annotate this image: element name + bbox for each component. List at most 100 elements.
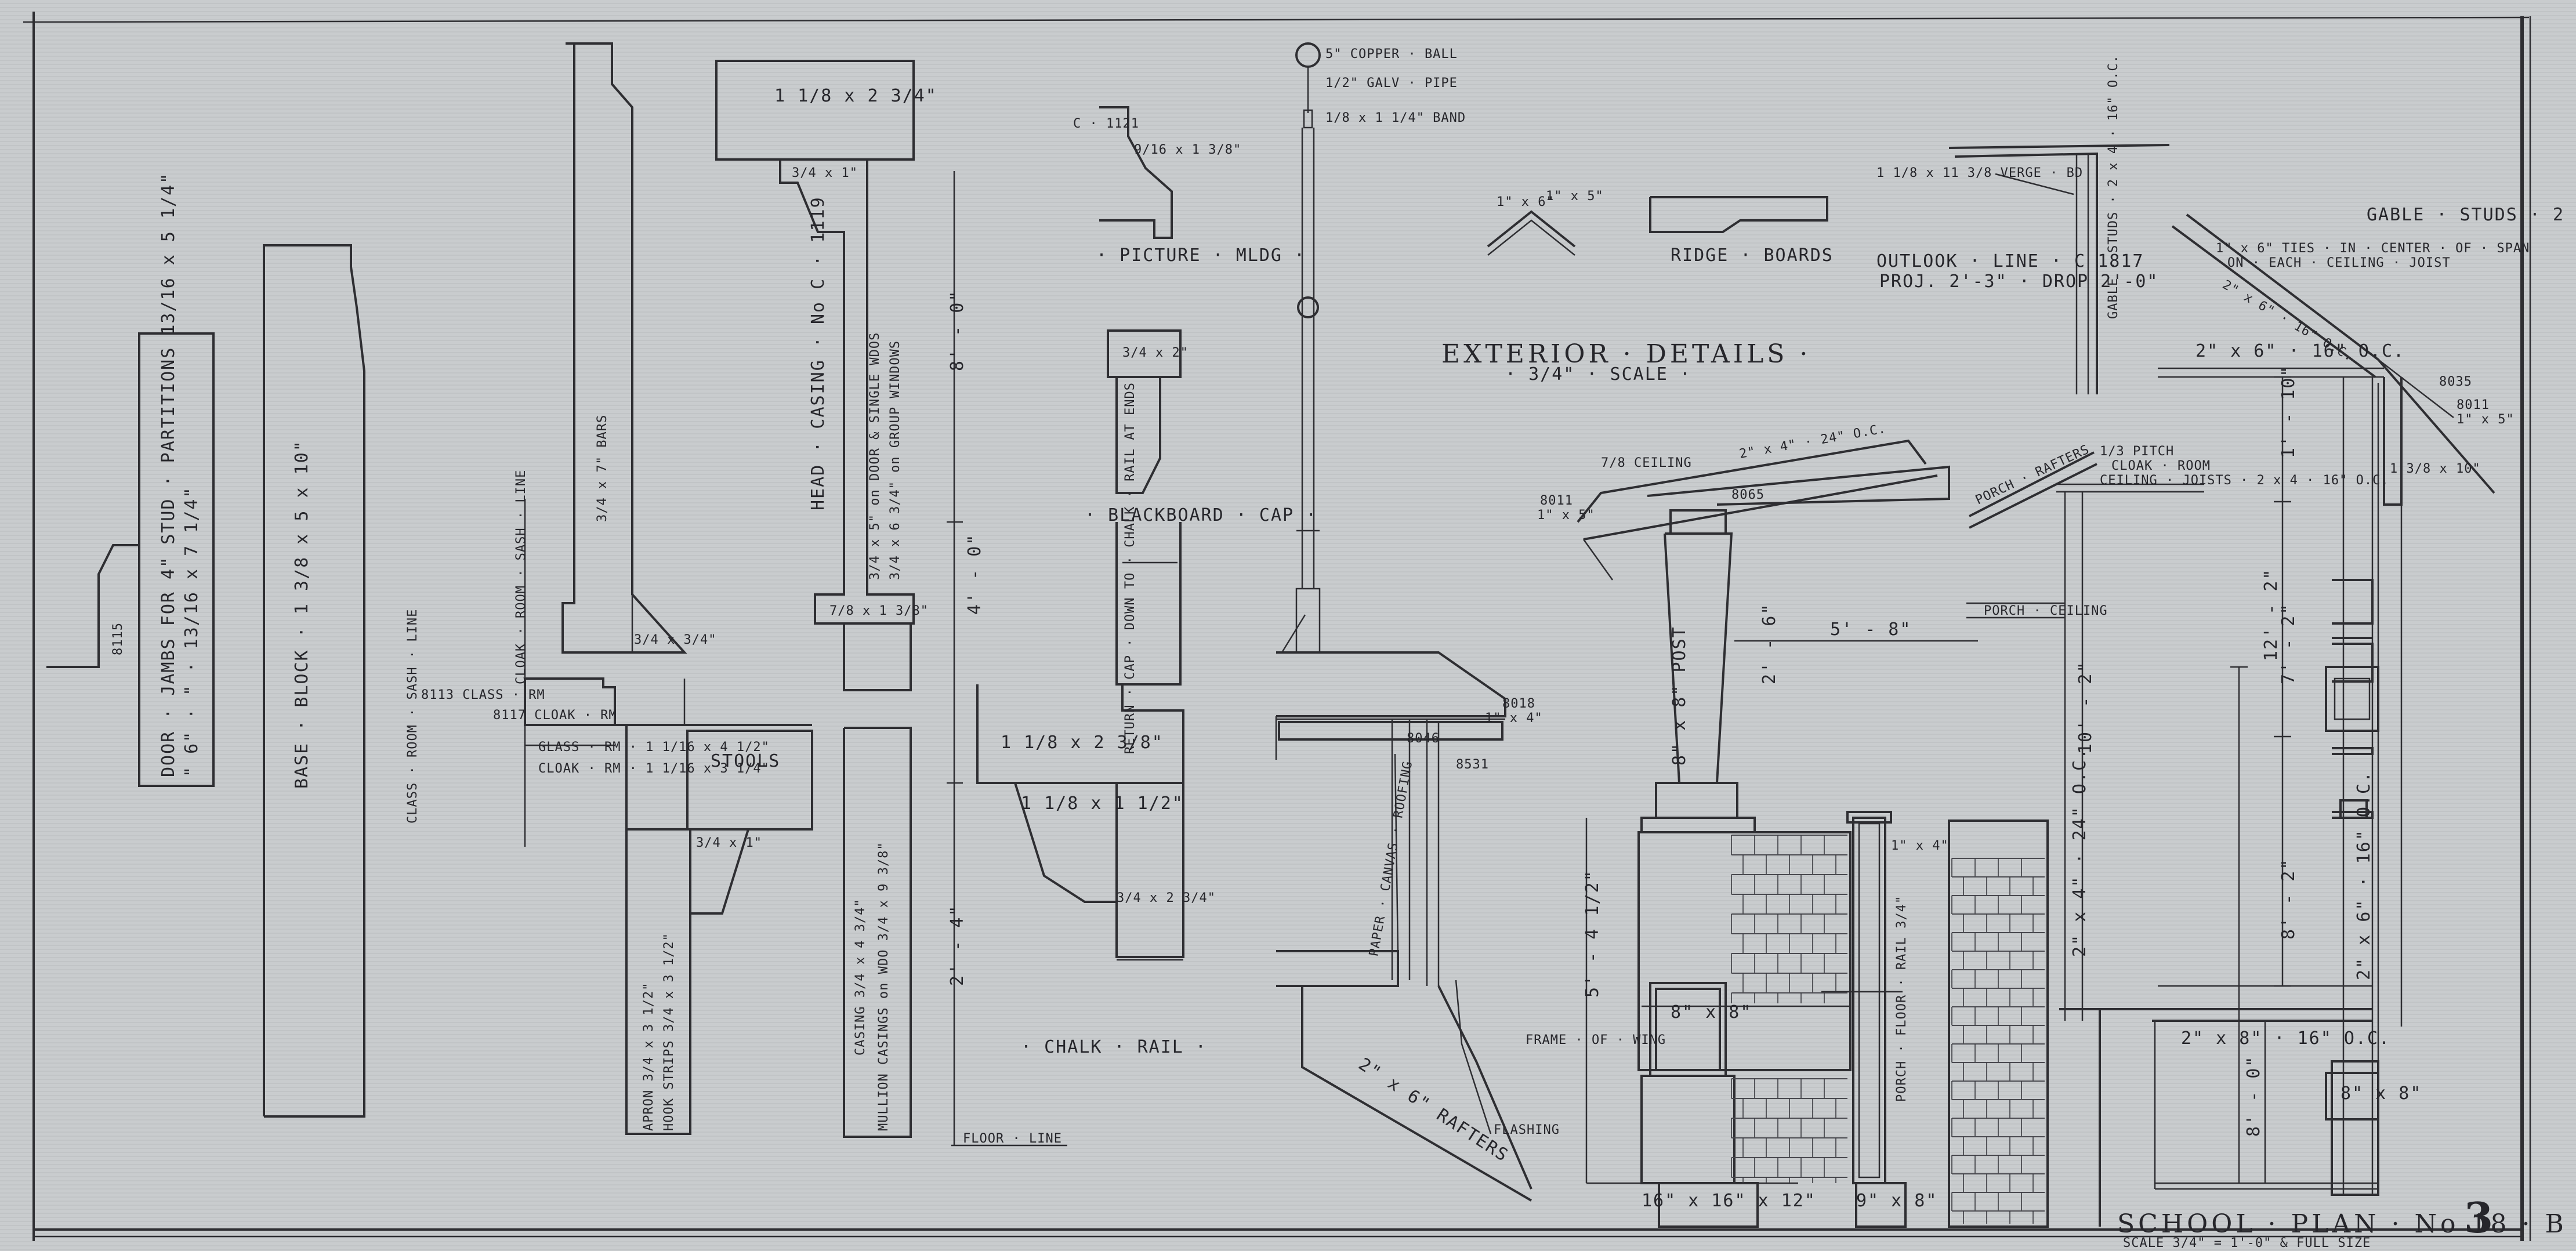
ties-label-2: ON · EACH · CEILING · JOIST	[2227, 256, 2451, 270]
picture-moulding-profile	[1099, 106, 1173, 239]
picture-code-label: C · 1121	[1073, 117, 1139, 131]
dim-7-2-label: 7' - 2"	[2278, 603, 2299, 684]
head-size-label: 1 1/8 x 2 3/4"	[774, 86, 937, 106]
size-1-5b-label: 1" x 5"	[2457, 412, 2515, 427]
stools-label: STOOLS	[711, 751, 780, 771]
porch-ceiling-label: PORCH · CEILING	[1984, 604, 2108, 618]
size-1-4-label: 1" x 4"	[1485, 711, 1543, 726]
dim-5-8-label: 5' - 8"	[1830, 619, 1911, 640]
finial-pole	[1295, 42, 1321, 654]
joist-2-6b-label: 2" x 4" · 24" O.C.	[2070, 748, 2090, 957]
ridge-boards-detail	[1487, 196, 1828, 256]
pipe-label: 1/2" GALV · PIPE	[1325, 76, 1458, 90]
head-casing-label: HEAD · CASING · No C · 1119	[808, 196, 828, 510]
dim-1-10-label: 1' - 10"	[2278, 365, 2299, 459]
bars-profile	[561, 42, 687, 654]
chalk-size-1-label: 1 1/8 x 2 3/8"	[1001, 733, 1164, 753]
class-sash-line-label: CLASS · ROOM · SASH · LINE	[405, 609, 420, 824]
code-8531-label: 8531	[1456, 757, 1489, 772]
code-8011b-label: 8011	[2457, 398, 2490, 412]
pier-base-2-label: 9" x 8"	[1856, 1191, 1937, 1211]
blackboard-cap-profile	[976, 329, 1184, 961]
picture-mldg-label: · PICTURE · MLDG ·	[1096, 245, 1306, 266]
rafters-24-label: 2" x 4" · 24" O.C.	[1738, 422, 1887, 462]
cloak-joist-label: CEILING · JOISTS · 2 x 4 · 16" O.C.	[2100, 473, 2389, 488]
wall-section	[2059, 213, 2495, 1227]
roofing-label: PAPER · CANVAS · ROOFING	[1367, 760, 1415, 958]
code-8035-label: 8035	[2439, 375, 2472, 389]
porch-column	[1577, 439, 1950, 1228]
cloak-room-label: CLOAK · ROOM	[2111, 459, 2211, 473]
sheet-number: 3	[2464, 1193, 2493, 1242]
base-block-profile	[263, 244, 365, 1118]
base-block-label: BASE · BLOCK · 1 3/8 x 5 x 10"	[292, 440, 312, 789]
outlook-label: OUTLOOK · LINE · C 1817	[1876, 251, 2144, 271]
band-label: 1/8 x 1 1/4" BAND	[1325, 111, 1466, 125]
stool-small-label: 3/4 x 1"	[696, 836, 762, 850]
dim-4-0-label: 4' - 0"	[965, 534, 985, 615]
head-small-label: 3/4 x 1"	[792, 166, 858, 180]
door-jambs-label-2: " 6" · " · 13/16 x 7 1/4"	[182, 486, 202, 777]
code-8011-label: 8011	[1540, 494, 1573, 508]
vertical-dimension	[947, 171, 963, 1145]
mullion-label: MULLION CASINGS on WDO 3/4 x 9 3/8"	[876, 842, 891, 1131]
scale-note: SCALE 3/4" = 1'-0" & FULL SIZE	[2123, 1236, 2371, 1250]
ceiling-label: 7/8 CEILING	[1601, 456, 1692, 470]
pitch-label: 1/3 PITCH	[2100, 444, 2174, 459]
size-1-4b-label: 1" x 4"	[1891, 839, 1949, 853]
pier-label: 8" x 8"	[1671, 1002, 1752, 1022]
cloak-sash-line-label: CLOAK · ROOM · SASH · LINE	[514, 470, 528, 684]
porch-shingles	[1731, 835, 1847, 1183]
cloak-room-roof	[1966, 451, 2204, 667]
joist-2-6-label: 2" x 6" · 16" O.C.	[2195, 341, 2405, 361]
dim-10-2-label: 10' - 2"	[2075, 661, 2096, 755]
ridge-2-label: 1" x 5"	[1546, 189, 1604, 204]
ridge-1-label: 1" x 6"	[1497, 195, 1555, 209]
dim-12-2-label: 12' - 2"	[2261, 568, 2281, 662]
dim-5-4-label: 5' - 4 1/2"	[1582, 869, 1603, 998]
ball-label: 5" COPPER · BALL	[1325, 47, 1458, 61]
code-8018-label: 8018	[1502, 697, 1535, 711]
size-1-5-label: 1" x 5"	[1537, 508, 1595, 523]
wing-shingles	[1951, 858, 2045, 1224]
dim-8-0b-label: 8' - 0"	[2244, 1056, 2264, 1137]
eave-section	[1275, 614, 1532, 1202]
dim-8-2-label: 8' - 2"	[2278, 858, 2299, 940]
code-8065-label: 8065	[1731, 488, 1765, 502]
wing-siding	[1948, 820, 2049, 1228]
plan-title: SCHOOL · PLAN · No 18 · B ·	[2117, 1209, 2576, 1239]
floor-line-label: FLOOR · LINE	[963, 1132, 1062, 1146]
joist-2-6c-label: 2" x 6" · 16" O.C.	[2354, 771, 2374, 980]
paper-texture	[0, 3, 2576, 1250]
porch-rail-label: PORCH · FLOOR · RAIL 3/4"	[1894, 895, 1909, 1102]
size-1-10-label: 1 3/8 x 10"	[2390, 462, 2481, 476]
blackboard-size-label: 3/4 x 2"	[1122, 346, 1189, 360]
sheet-border	[23, 12, 2531, 1241]
stool-cloak-label: CLOAK · RM · 1 1/16 x 3 1/4"	[538, 762, 770, 776]
post-8-8-label: 8" x 8" POST	[1669, 626, 1690, 766]
gable-joist-label: GABLE · STUDS · 2 x 4 · 16" O.C.	[2367, 205, 2576, 225]
door-jambs-label: DOOR · JAMBS FOR 4" STUD · PARTITIONS 13…	[158, 172, 179, 777]
chalk-rail-label: · CHALK · RAIL ·	[1021, 1037, 1207, 1057]
dim-2-4-label: 2' - 4"	[947, 905, 968, 986]
dim-8-0-label: 8' - 0"	[947, 290, 968, 371]
exterior-details-title: EXTERIOR · DETAILS ·	[1441, 339, 1811, 369]
picture-size-label: 9/16 x 1 3/8"	[1134, 143, 1241, 157]
hook-strips-label: HOOK STRIPS 3/4 x 3 1/2"	[662, 933, 676, 1131]
stool-class-code: 8113 CLASS · RM	[421, 688, 545, 702]
bars-label: 3/4 x 7" BARS	[595, 415, 610, 522]
pier-base-label: 16" x 16" x 12"	[1642, 1191, 1816, 1211]
rafters-26-label: 2" x 6" RAFTERS	[1355, 1054, 1512, 1166]
head-casing-label-2: 3/4 x 5" on DOOR & SINGLE WDOS	[868, 332, 882, 580]
chalk-size-3-label: 3/4 x 2 3/4"	[1117, 891, 1216, 905]
stool-profile	[524, 499, 813, 1135]
stool-cloak-code: 8117 CLOAK · RM	[493, 708, 617, 723]
proj-label: PROJ. 2'-3" · DROP 2'-0"	[1879, 271, 2158, 292]
bars-small-label: 3/4 x 3/4"	[634, 633, 716, 647]
head-base-label: 7/8 x 1 3/8"	[829, 604, 929, 618]
apron-label: APRON 3/4 x 3 1/2"	[642, 982, 656, 1131]
porch-rail	[1821, 811, 1907, 1228]
return-cap-label: RETURN · CAP · DOWN TO · CHALK · RAIL AT…	[1123, 382, 1137, 754]
